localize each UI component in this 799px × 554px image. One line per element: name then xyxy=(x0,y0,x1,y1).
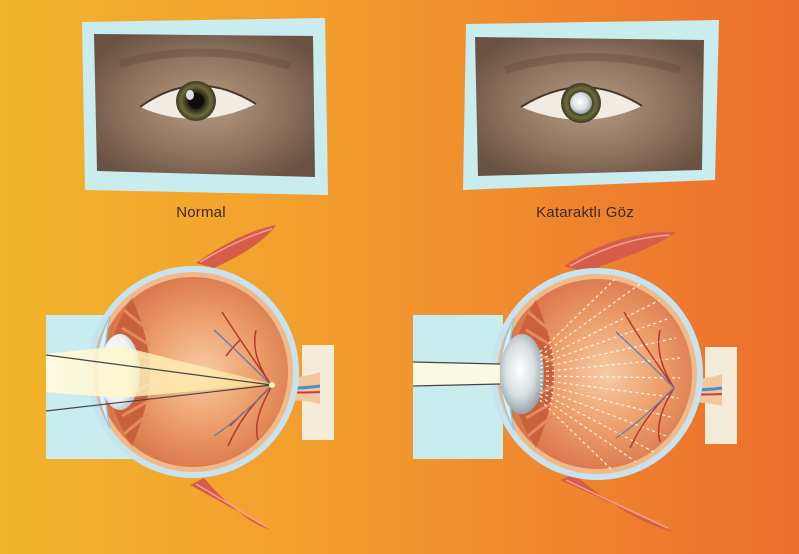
label-cataract-eye: Kataraktlı Göz xyxy=(465,204,705,221)
eye-photo-cataract-icon xyxy=(463,20,719,190)
label-normal: Normal xyxy=(81,204,321,221)
eye-cross-section-normal-icon xyxy=(46,225,334,530)
eye-photo-normal-icon xyxy=(82,18,328,195)
eye-cross-section-cataract-icon xyxy=(413,232,737,532)
